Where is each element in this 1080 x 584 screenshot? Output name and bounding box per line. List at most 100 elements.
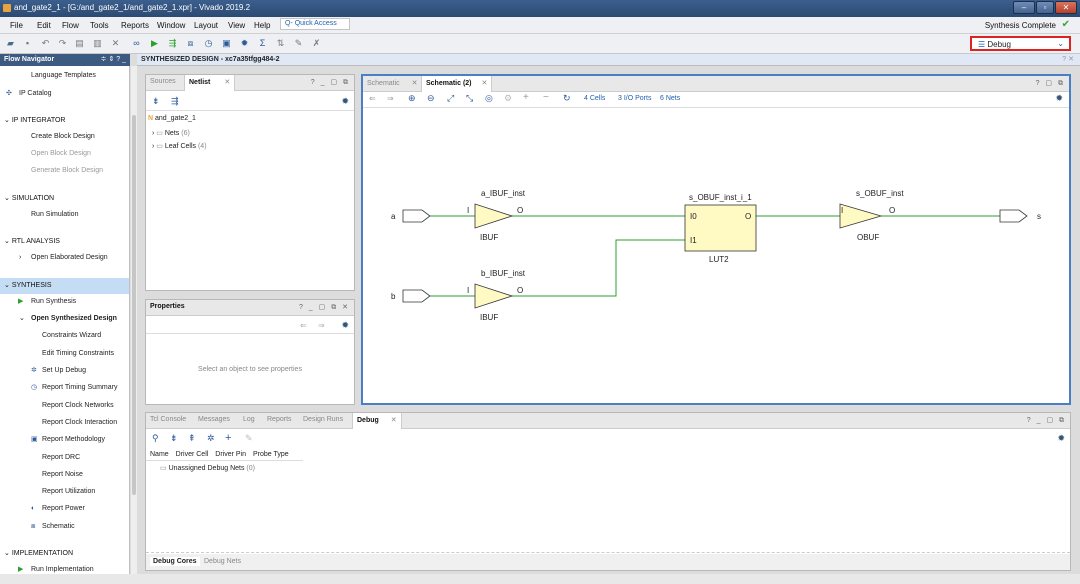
cell-b-ibuf[interactable] <box>474 283 514 309</box>
panel-controls[interactable]: ? _ ▢ ⧉ <box>310 79 350 86</box>
gear-icon[interactable]: ✹ <box>1055 93 1063 103</box>
tab-netlist[interactable]: Netlist✕ <box>184 75 236 91</box>
search-icon[interactable]: ⚲ <box>152 433 159 443</box>
tab-debug[interactable]: Debug✕ <box>352 413 402 429</box>
collapse-all-icon[interactable]: ⇟ <box>170 433 178 443</box>
edit-icon[interactable]: ✎ <box>294 38 303 48</box>
nav-header-controls[interactable]: ≑ ⇕ ? _ <box>100 56 126 63</box>
copy-icon[interactable]: ▤ <box>75 38 84 48</box>
nav-open-synthesized-design[interactable]: ⌄Open Synthesized Design <box>0 311 129 327</box>
menu-help[interactable]: Help <box>254 21 271 30</box>
timer-icon[interactable]: ◷ <box>204 38 213 48</box>
edit-icon[interactable]: ✎ <box>245 433 253 443</box>
layout-select[interactable]: ☰ Debug ⌄ <box>970 36 1071 51</box>
nav-ip-catalog[interactable]: ✣IP Catalog <box>0 86 129 102</box>
settings-icon[interactable]: ✹ <box>240 38 249 48</box>
nav-run-simulation[interactable]: Run Simulation <box>31 211 79 218</box>
nets-count[interactable]: 6 Nets <box>660 95 681 102</box>
col-driver-cell[interactable]: Driver Cell <box>175 451 209 458</box>
step-icon[interactable]: ⇶ <box>168 38 177 48</box>
program-icon[interactable]: ⧈ <box>187 38 194 48</box>
tab-schematic[interactable]: Schematic ✕ <box>367 79 418 87</box>
back-icon[interactable]: ⇐ <box>369 94 376 103</box>
redo-icon[interactable]: ↷ <box>58 38 67 48</box>
tab-log[interactable]: Log <box>243 416 255 423</box>
nav-report-timing-summary[interactable]: ◷Report Timing Summary <box>0 380 129 396</box>
nav-section-ip-integrator[interactable]: ⌄ IP INTEGRATOR <box>0 113 129 129</box>
zoom-in-icon[interactable]: ⊕ <box>408 93 416 103</box>
nav-scrollbar-thumb[interactable] <box>132 115 136 495</box>
header-controls[interactable]: ? ✕ <box>1062 56 1074 63</box>
nav-report-clock-networks[interactable]: Report Clock Networks <box>42 402 114 409</box>
nav-section-rtl-analysis[interactable]: ⌄ RTL ANALYSIS <box>0 234 129 250</box>
nav-run-synthesis[interactable]: ▶Run Synthesis <box>0 294 129 310</box>
tab-tcl-console[interactable]: Tcl Console <box>150 416 187 423</box>
nav-constraints-wizard[interactable]: Constraints Wizard <box>42 332 102 339</box>
nav-report-drc[interactable]: Report DRC <box>42 454 81 461</box>
menu-file[interactable]: File <box>10 21 23 30</box>
col-probe-type[interactable]: Probe Type <box>252 451 289 458</box>
cell-s-obuf[interactable] <box>839 203 883 229</box>
report-icon[interactable]: ▣ <box>222 38 231 48</box>
close-window-button[interactable]: ✕ <box>1055 1 1077 14</box>
nav-report-clock-interaction[interactable]: Report Clock Interaction <box>42 419 118 426</box>
menu-flow[interactable]: Flow <box>62 21 79 30</box>
collapse-all-icon[interactable]: ⇟ <box>152 96 160 106</box>
nav-report-utilization[interactable]: Report Utilization <box>42 488 96 495</box>
add-icon[interactable]: + <box>225 432 232 444</box>
tab-design-runs[interactable]: Design Runs <box>303 416 344 423</box>
regenerate-icon[interactable]: ⚙ <box>504 93 513 103</box>
menu-tools[interactable]: Tools <box>90 21 109 30</box>
close-icon[interactable]: ✕ <box>390 417 397 424</box>
cells-count[interactable]: 4 Cells <box>584 95 606 102</box>
zoom-area-icon[interactable]: ⤡ <box>466 93 474 103</box>
col-name[interactable]: Name <box>150 451 169 458</box>
nav-schematic[interactable]: ⧈Schematic <box>0 519 129 535</box>
sort-icon[interactable]: ⇅ <box>276 38 285 48</box>
tab-reports[interactable]: Reports <box>267 416 292 423</box>
expand-icon[interactable]: + <box>523 92 529 103</box>
collapse-icon[interactable]: − <box>543 92 549 103</box>
nav-set-up-debug[interactable]: ✲Set Up Debug <box>0 363 129 379</box>
gear-icon[interactable]: ✹ <box>341 96 349 106</box>
zoom-out-icon[interactable]: ⊖ <box>427 93 435 103</box>
tab-sources[interactable]: Sources <box>150 78 176 85</box>
tab-messages[interactable]: Messages <box>198 416 230 423</box>
sum-icon[interactable]: Σ <box>259 38 266 48</box>
bug-icon[interactable]: ✲ <box>207 433 215 443</box>
menu-window[interactable]: Window <box>157 21 186 30</box>
zoom-fit-icon[interactable]: ⤢ <box>447 93 455 103</box>
port-s[interactable] <box>999 209 1028 223</box>
cancel-icon[interactable]: ✗ <box>312 38 321 48</box>
tab-debug-nets[interactable]: Debug Nets <box>204 558 241 565</box>
undo-icon[interactable]: ↶ <box>41 38 50 48</box>
port-b[interactable] <box>402 289 431 303</box>
gear-icon[interactable]: ✹ <box>341 320 349 330</box>
paste-icon[interactable]: ▥ <box>93 38 102 48</box>
nav-report-methodology[interactable]: ▣Report Methodology <box>0 432 129 448</box>
gear-icon[interactable]: ✹ <box>1057 433 1065 443</box>
menu-edit[interactable]: Edit <box>37 21 51 30</box>
save-icon[interactable]: ▪ <box>25 38 30 48</box>
refresh-icon[interactable]: ↻ <box>563 93 571 103</box>
open-folder-icon[interactable]: ▰ <box>7 38 14 48</box>
cell-a-ibuf[interactable] <box>474 203 514 229</box>
nav-section-simulation[interactable]: ⌄ SIMULATION <box>0 191 129 207</box>
close-icon[interactable]: ✕ <box>411 80 418 87</box>
nav-report-power[interactable]: ◐Report Power <box>0 501 129 517</box>
close-icon[interactable]: ✕ <box>481 80 488 87</box>
menu-reports[interactable]: Reports <box>121 21 150 30</box>
schematic-canvas[interactable]: a b s a_IBUF_inst IBUF I O b_IBUF_inst I… <box>363 109 1069 403</box>
nav-section-synthesis[interactable]: ⌄ SYNTHESIS <box>0 278 129 294</box>
tree-leaf-cells[interactable]: › ▭ Leaf Cells (4) <box>152 142 207 150</box>
restore-button[interactable]: ▫ <box>1036 1 1054 14</box>
nav-report-noise[interactable]: Report Noise <box>42 471 83 478</box>
run-icon[interactable]: ▶ <box>151 38 158 48</box>
expand-all-icon[interactable]: ⇞ <box>188 433 196 443</box>
tab-debug-cores[interactable]: Debug Cores <box>150 557 200 566</box>
io-ports-count[interactable]: 3 I/O Ports <box>618 95 652 102</box>
netlist-root[interactable]: N and_gate2_1 <box>148 115 196 122</box>
panel-controls[interactable]: ? ▢ ⧉ <box>1035 80 1065 87</box>
tree-nets[interactable]: › ▭ Nets (6) <box>152 129 190 137</box>
close-icon[interactable]: ✕ <box>224 79 231 86</box>
